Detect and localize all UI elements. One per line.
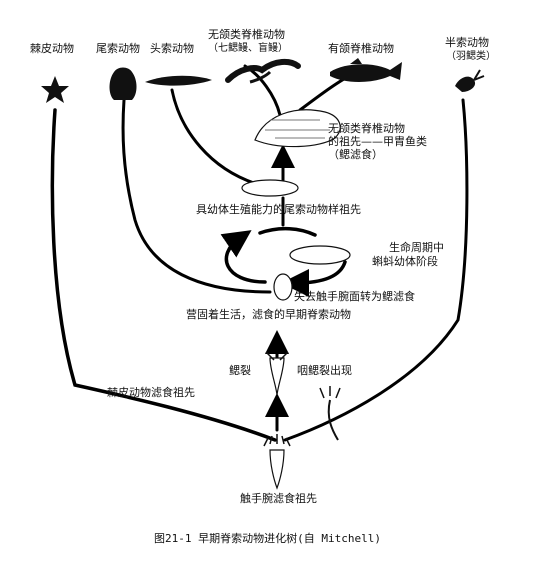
label-gnathostomes: 有颌脊椎动物: [328, 42, 394, 55]
label-hemichordates-examples: （羽鳃类）: [446, 51, 496, 62]
label-agnathan-ancestor-1: 无颌类脊椎动物: [328, 122, 405, 135]
cycle-arrow-right: [281, 260, 347, 297]
lamprey-silhouette: [225, 58, 301, 84]
slit-form-drawing: [265, 351, 289, 396]
amphioxus-silhouette: [145, 75, 212, 86]
label-lost-tentacles: 失去触手腕面转为鳃滤食: [294, 290, 415, 303]
fish-silhouette: [330, 58, 402, 82]
sessile-chordate-drawing: [273, 273, 293, 301]
branch-to-tunicates: [121, 98, 272, 294]
label-agnathan-ancestor-3: （鳃滤食）: [328, 148, 383, 161]
label-echinoderms: 棘皮动物: [30, 42, 74, 55]
label-life-cycle-1: 生命周期中: [389, 241, 444, 254]
pterobranch-silhouette: [455, 69, 485, 92]
label-echinoderm-ancestor: 棘皮动物滤食祖先: [107, 386, 195, 399]
cycle-top: [258, 226, 317, 237]
label-agnathans: 无颌类脊椎动物: [208, 28, 285, 41]
label-life-cycle-2: 蝌蚪幼体阶段: [372, 255, 438, 268]
ostracoderm-drawing: [254, 109, 341, 148]
neotenic-larva-drawing: [241, 179, 299, 197]
cycle-arrow-left: [220, 230, 267, 284]
label-agnathan-ancestor-2: 的祖先——甲胄鱼类: [328, 135, 427, 148]
label-gill-slits: 鳃裂: [229, 364, 251, 377]
branch-to-cephalochordates: [170, 88, 262, 187]
tunicate-silhouette: [109, 67, 137, 100]
branch-to-hemichordates: [283, 98, 469, 442]
starfish-silhouette: [41, 76, 69, 103]
figure-caption: 图21-1 早期脊索动物进化树(自 Mitchell): [154, 532, 381, 545]
lophophorate-ancestor-drawing: [263, 434, 291, 490]
label-lophophorate-ancestor: 触手腕滤食祖先: [240, 492, 317, 505]
label-pharyngeal-slits: 咽鳃裂出现: [297, 364, 352, 377]
label-hemichordates: 半索动物: [445, 36, 489, 49]
label-neotenic-ancestor: 具幼体生殖能力的尾索动物样祖先: [196, 203, 361, 216]
branch-to-echinoderms: [50, 108, 277, 442]
label-tunicates: 尾索动物: [96, 42, 140, 55]
label-cephalochordates: 头索动物: [150, 42, 194, 55]
hemichordate-ancestor-drawing: [319, 386, 341, 441]
label-agnathans-examples: （七鳃鳗、盲鳗）: [208, 43, 288, 54]
label-sessile-chordate: 营固着生活，滤食的早期脊索动物: [186, 308, 351, 321]
tadpole-larva-drawing: [289, 245, 351, 265]
